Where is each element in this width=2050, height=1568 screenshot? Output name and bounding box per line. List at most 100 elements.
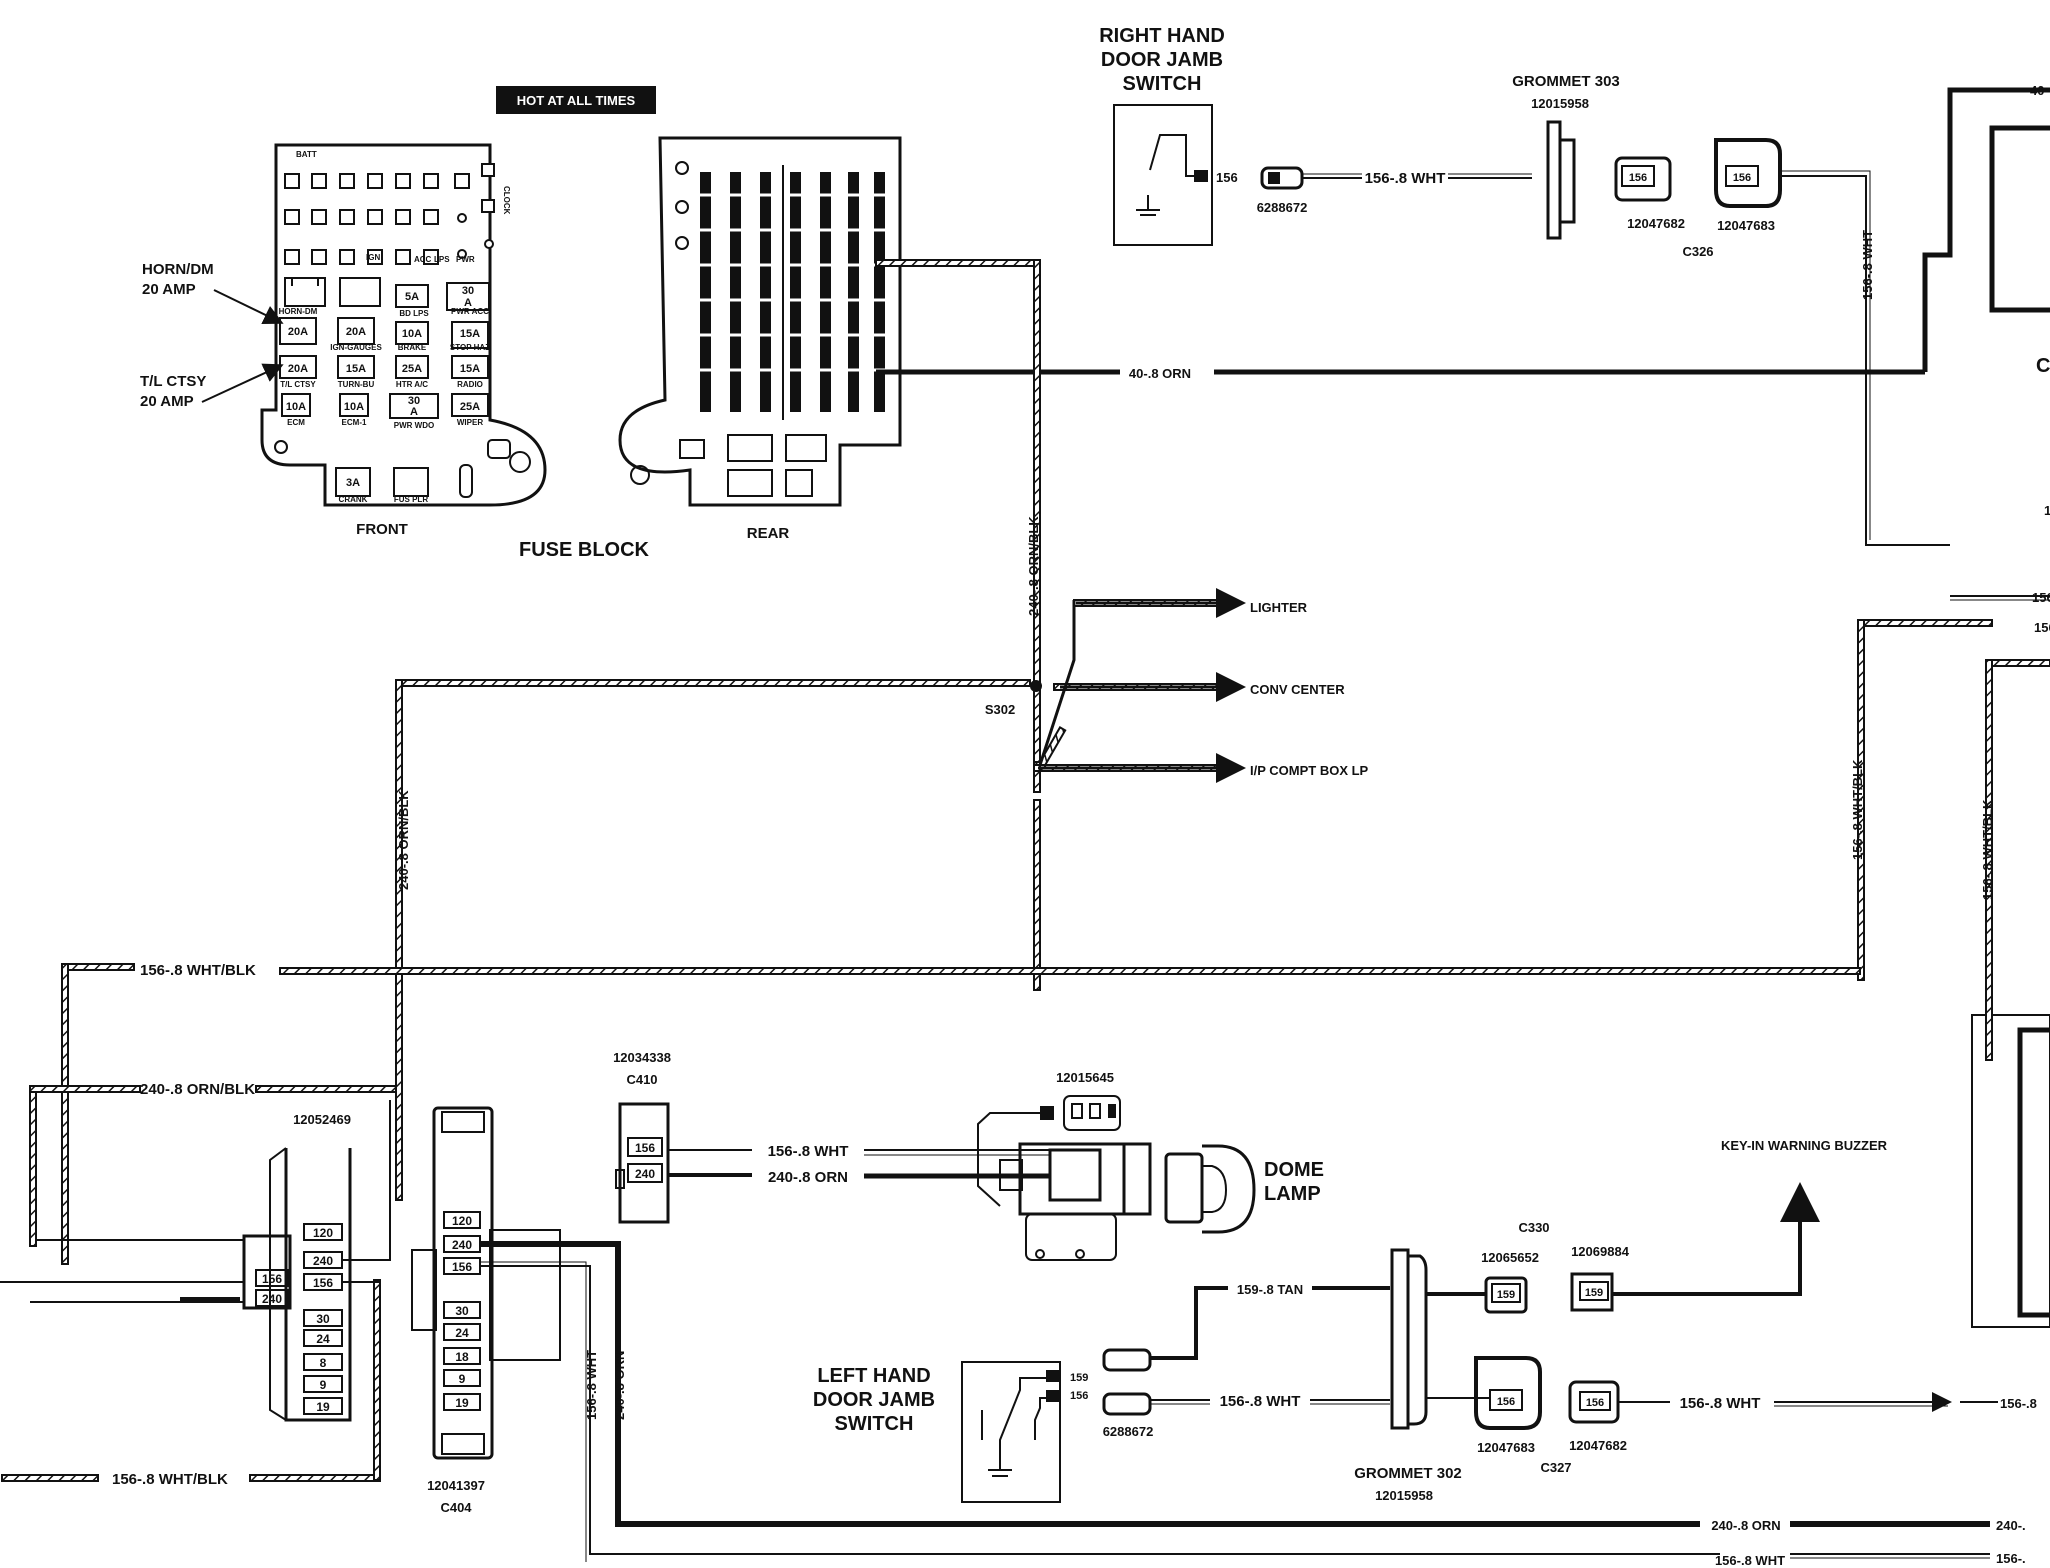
svg-text:15A: 15A: [460, 363, 480, 375]
wire-40-orn: 40-.8 ORN 40-: [876, 83, 2050, 381]
svg-text:WIPER: WIPER: [457, 418, 483, 427]
svg-text:PWR: PWR: [456, 255, 475, 264]
svg-text:159: 159: [1497, 1289, 1515, 1301]
svg-text:A: A: [410, 406, 418, 418]
svg-text:24: 24: [455, 1326, 469, 1340]
svg-text:GROMMET 302: GROMMET 302: [1354, 1465, 1462, 1482]
svg-text:PWR WDO: PWR WDO: [394, 421, 434, 430]
rear-label: REAR: [747, 525, 790, 542]
svg-text:IGN-GAUGES: IGN-GAUGES: [330, 343, 382, 352]
svg-text:159: 159: [1070, 1372, 1088, 1384]
svg-text:TURN-BU: TURN-BU: [338, 380, 375, 389]
grommet-303: GROMMET 303 12015958 156 12047682 156 12…: [1512, 73, 2050, 605]
svg-text:12052469: 12052469: [293, 1112, 351, 1127]
svg-text:156: 156: [635, 1141, 655, 1155]
lighter-label: LIGHTER: [1250, 600, 1308, 615]
svg-text:156-.8 WHT: 156-.8 WHT: [584, 1350, 599, 1420]
svg-text:C330: C330: [1518, 1220, 1549, 1235]
splice-s302-label: S302: [985, 702, 1015, 717]
horn-leader: [213, 289, 284, 325]
svg-text:9: 9: [459, 1372, 466, 1386]
svg-text:RADIO: RADIO: [457, 380, 483, 389]
rh-door-jamb-switch: RIGHT HAND DOOR JAMB SWITCH 156 6288672 …: [1099, 25, 1532, 246]
svg-text:156: 156: [1497, 1396, 1515, 1408]
svg-text:240-.: 240-.: [1996, 1518, 2026, 1533]
svg-text:156: 156: [1733, 172, 1751, 184]
svg-text:25A: 25A: [402, 363, 422, 375]
svg-text:120: 120: [452, 1214, 472, 1228]
svg-text:30: 30: [408, 395, 420, 407]
svg-text:240-.8 ORN: 240-.8 ORN: [612, 1351, 627, 1420]
svg-text:240: 240: [452, 1238, 472, 1252]
svg-text:156: 156: [313, 1276, 333, 1290]
svg-text:LPS: LPS: [434, 255, 450, 264]
svg-text:8: 8: [320, 1356, 327, 1370]
hot-at-all-times-badge: [496, 86, 656, 114]
left-connector-12052469: 12052469 156 240 120 240 156 30 24 8 9 1…: [0, 1100, 391, 1470]
svg-text:159: 159: [1585, 1287, 1603, 1299]
tl-ctsy-label: T/L CTSY: [140, 373, 206, 390]
fuse-block: HOT AT ALL TIMES BATT CLOCK IG: [140, 86, 902, 561]
svg-text:240: 240: [262, 1292, 282, 1306]
svg-text:12041397: 12041397: [427, 1478, 485, 1493]
svg-text:GROMMET 303: GROMMET 303: [1512, 73, 1620, 90]
svg-text:DOOR JAMB: DOOR JAMB: [813, 1389, 935, 1411]
rear-bus-gaps: [690, 193, 890, 372]
connector-c410: 12034338 C410 156 240 156-.8 WHT 240-.8 …: [613, 1050, 1050, 1224]
svg-text:156-.8 WHT: 156-.8 WHT: [1220, 1393, 1301, 1410]
tl-leader: [201, 363, 284, 403]
svg-text:156-.8 WHT: 156-.8 WHT: [1365, 170, 1446, 187]
svg-text:SWITCH: SWITCH: [1123, 73, 1202, 95]
svg-text:ACC: ACC: [414, 255, 432, 264]
svg-text:SWITCH: SWITCH: [835, 1413, 914, 1435]
svg-text:IGN: IGN: [366, 253, 380, 262]
svg-text:24: 24: [316, 1332, 330, 1346]
svg-text:BD LPS: BD LPS: [399, 309, 429, 318]
svg-text:12065652: 12065652: [1481, 1250, 1539, 1265]
splice-s302-dot: [1030, 680, 1042, 692]
svg-text:15A: 15A: [346, 363, 366, 375]
svg-text:40-: 40-: [2030, 83, 2049, 98]
svg-text:12047682: 12047682: [1569, 1438, 1627, 1453]
svg-text:STOP HAZ: STOP HAZ: [450, 343, 490, 352]
svg-text:BRAKE: BRAKE: [398, 343, 427, 352]
svg-text:A: A: [464, 297, 472, 309]
svg-text:C327: C327: [1540, 1460, 1571, 1475]
svg-text:5A: 5A: [405, 291, 419, 303]
svg-text:12047683: 12047683: [1717, 218, 1775, 233]
svg-text:18: 18: [455, 1350, 469, 1364]
svg-text:ECM-1: ECM-1: [342, 418, 367, 427]
front-fuse-panel: [260, 143, 547, 507]
svg-text:30: 30: [455, 1304, 469, 1318]
svg-text:DOME: DOME: [1264, 1159, 1324, 1181]
rear-fuse-panel: [618, 136, 902, 507]
svg-text:240-.8 ORN: 240-.8 ORN: [1711, 1518, 1780, 1533]
wire-240-ornblk: [395, 259, 1223, 1201]
svg-text:9: 9: [320, 1378, 327, 1392]
svg-text:40-.8 ORN: 40-.8 ORN: [1129, 366, 1191, 381]
wire-240-vlabel-left: 240-.8 ORN/BLK: [396, 790, 411, 890]
svg-text:C: C: [2036, 355, 2050, 377]
svg-text:12015958: 12015958: [1531, 96, 1589, 111]
svg-text:HTR A/C: HTR A/C: [396, 380, 428, 389]
rear-lower-relays: [679, 434, 827, 497]
svg-text:19: 19: [455, 1396, 469, 1410]
lh-door-jamb-switch: LEFT HAND DOOR JAMB SWITCH 159 156 62886…: [813, 1282, 1390, 1503]
svg-text:20A: 20A: [288, 326, 308, 338]
clock-label: CLOCK: [502, 186, 511, 215]
svg-text:156: 156: [1629, 172, 1647, 184]
svg-text:20A: 20A: [346, 326, 366, 338]
batt-label: BATT: [296, 150, 317, 159]
wire-156-vlabel-right: 156-.8 WHT/BLK: [1850, 759, 1865, 860]
svg-text:12047683: 12047683: [1477, 1440, 1535, 1455]
svg-text:T/L CTSY: T/L CTSY: [280, 380, 316, 389]
svg-text:LEFT HAND: LEFT HAND: [817, 1365, 930, 1387]
front-mount-hole: [509, 451, 531, 473]
connector-c404: 120 240 156 30 24 18 9 19 12041397 C404 …: [411, 1106, 1700, 1562]
svg-text:240: 240: [635, 1167, 655, 1181]
svg-text:FUS PLR: FUS PLR: [394, 495, 428, 504]
svg-text:12015958: 12015958: [1375, 1488, 1433, 1503]
bottom-wires: 240-.8 ORN 156-.8 WHT 240-. 156-.: [1700, 1518, 2026, 1568]
front-fuse-labels: IGN ACC LPS PWR 5A 30 A 20A 20A 10A 15A …: [279, 253, 491, 504]
wire-156-whtblk: [1, 619, 2050, 1482]
